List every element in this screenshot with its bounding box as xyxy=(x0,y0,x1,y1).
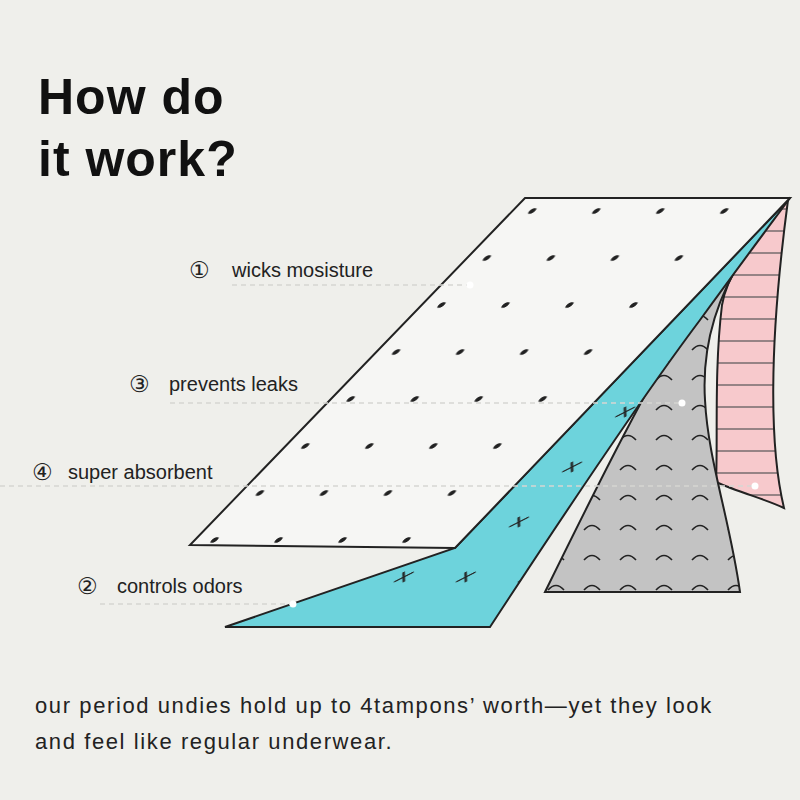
callout-number: ① xyxy=(189,256,210,284)
title-text: How do it work? xyxy=(38,66,253,190)
leader-lines xyxy=(0,285,755,604)
leader-line xyxy=(0,485,755,487)
leader-dots xyxy=(290,282,759,608)
leader-line xyxy=(170,402,682,404)
callout-label: controls odors xyxy=(117,574,243,598)
callout-label: prevents leaks xyxy=(169,372,298,396)
leader-dot xyxy=(752,483,759,490)
caption-text: our period undies hold up to 4tampons’ w… xyxy=(35,688,755,760)
callout-label: wicks mosisture xyxy=(232,258,373,282)
callout-number: ③ xyxy=(129,370,150,398)
leader-line xyxy=(232,284,470,286)
leader-dot xyxy=(290,601,297,608)
leader-line xyxy=(100,603,293,605)
leader-dot xyxy=(467,282,474,289)
leader-dot xyxy=(679,400,686,407)
callout-label: super absorbent xyxy=(68,460,213,484)
callout-number: ④ xyxy=(32,458,53,486)
callout-number: ② xyxy=(77,572,98,600)
